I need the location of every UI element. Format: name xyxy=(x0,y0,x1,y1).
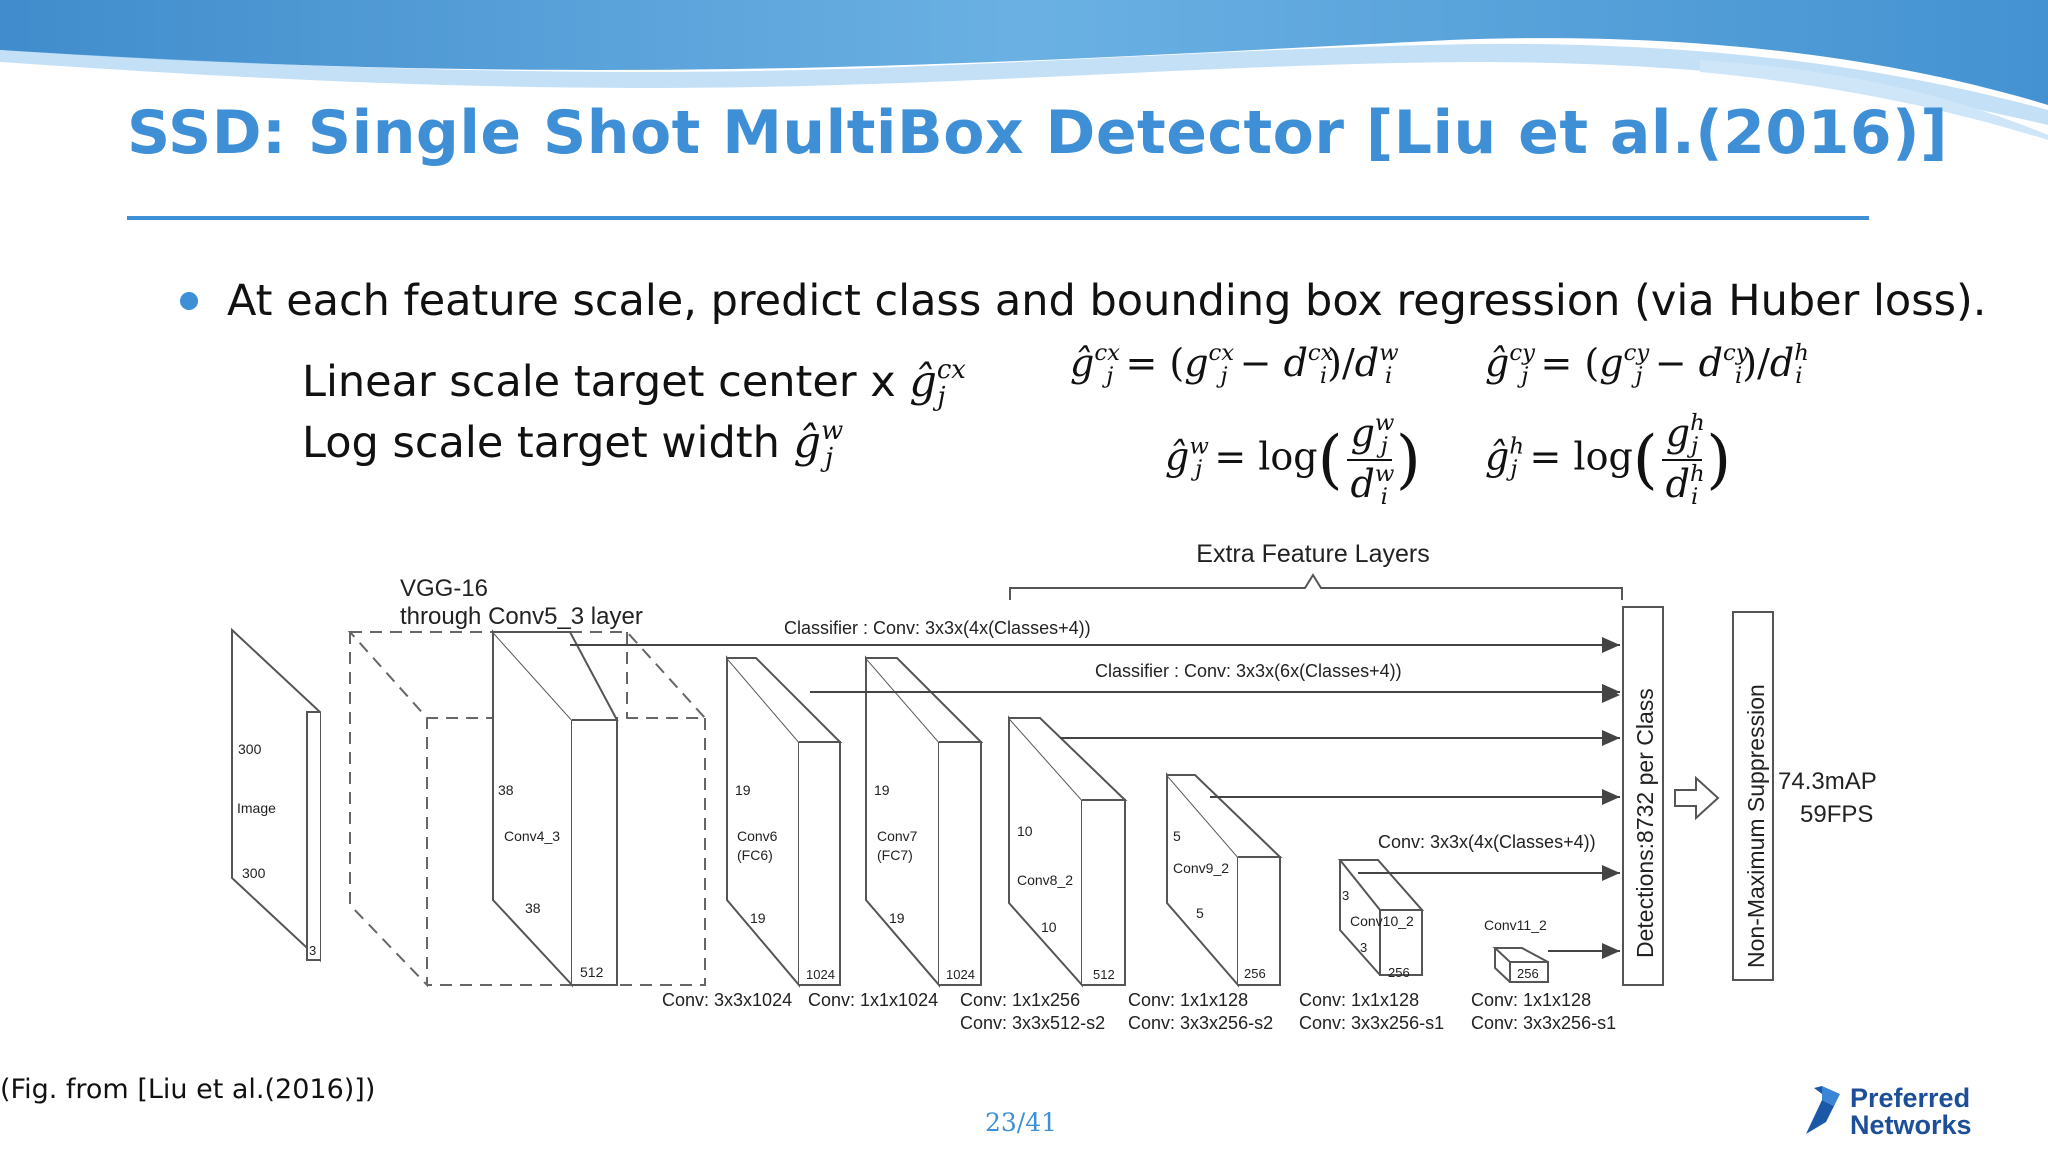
image-dim-w: 300 xyxy=(242,865,266,881)
slide-title: SSD: Single Shot MultiBox Detector [Liu … xyxy=(127,98,1949,168)
conv11-2-block xyxy=(1492,947,1549,983)
extra-feature-layers-brace xyxy=(1009,573,1623,600)
op-conv9-a: Conv: 1x1x128 xyxy=(1128,990,1248,1010)
op-conv10-b: Conv: 3x3x256-s1 xyxy=(1299,1013,1444,1033)
conv11-2-dim-c: 256 xyxy=(1517,966,1539,981)
classifier-arrows xyxy=(570,637,1620,959)
conv10-2-dim-h: 3 xyxy=(1342,888,1349,903)
conv7-dim-h: 19 xyxy=(874,782,890,798)
detections-label: Detections:8732 per Class xyxy=(1632,688,1658,958)
linear-scale-line: Linear scale target center x ĝcxj xyxy=(302,355,966,413)
nms-box xyxy=(1732,611,1774,981)
conv11-2-label: Conv11_2 xyxy=(1484,917,1547,933)
conv9-2-block xyxy=(1166,772,1283,988)
conv4-3-block xyxy=(492,629,619,988)
conv6-block xyxy=(726,655,843,988)
conv4-3-label: Conv4_3 xyxy=(504,828,560,844)
conv9-2-dim-w: 5 xyxy=(1196,905,1204,921)
conv4-3-dim-w: 38 xyxy=(525,900,541,916)
conv7-label-2: (FC7) xyxy=(877,847,913,863)
vgg-label-line1: VGG-16 xyxy=(400,575,488,602)
conv9-2-dim-c: 256 xyxy=(1244,966,1266,981)
nms-label: Non-Maximum Suppression xyxy=(1743,684,1769,968)
op-conv8-a: Conv: 1x1x256 xyxy=(960,990,1080,1010)
conv8-2-dim-w: 10 xyxy=(1041,919,1057,935)
map-result: 74.3mAP xyxy=(1778,768,1877,795)
header-wave-decoration xyxy=(0,0,2048,140)
equation-cx: ĝcxj = (gcxj − dcxi)/dwi xyxy=(1070,340,1399,389)
conv8-2-dim-c: 512 xyxy=(1093,967,1115,982)
conv6-dim-w: 19 xyxy=(750,910,766,926)
logo-text-line2: Networks xyxy=(1850,1110,1972,1138)
page-number: 23/41 xyxy=(985,1108,1058,1137)
nms-arrow xyxy=(1674,775,1720,821)
op-conv7: Conv: 1x1x1024 xyxy=(808,990,938,1010)
conv6-dim-c: 1024 xyxy=(806,967,835,982)
extra-feature-layers-label: Extra Feature Layers xyxy=(1196,540,1429,568)
classifier-label-1: Classifier : Conv: 3x3x(4x(Classes+4)) xyxy=(784,618,1091,638)
conv6-label-1: Conv6 xyxy=(737,828,778,844)
fps-result: 59FPS xyxy=(1800,801,1873,828)
op-conv9-b: Conv: 3x3x256-s2 xyxy=(1128,1013,1273,1033)
conv4-3-dim-h: 38 xyxy=(498,782,514,798)
logo-text-line1: Preferred xyxy=(1850,1083,1970,1113)
conv10-2-dim-c: 256 xyxy=(1388,965,1410,980)
conv6-dim-h: 19 xyxy=(735,782,751,798)
title-underline xyxy=(127,216,1869,220)
conv8-2-block xyxy=(1008,715,1128,988)
op-conv11-a: Conv: 1x1x128 xyxy=(1471,990,1591,1010)
linear-scale-text: Linear scale target center x xyxy=(302,357,896,408)
equation-cy: ĝcyj = (gcyj − dcyi)/dhi xyxy=(1485,340,1809,389)
conv7-label-1: Conv7 xyxy=(877,828,918,844)
op-conv8-b: Conv: 3x3x512-s2 xyxy=(960,1013,1105,1033)
bullet-text: At each feature scale, predict class and… xyxy=(227,276,1987,326)
classifier-label-3: Conv: 3x3x(4x(Classes+4)) xyxy=(1378,832,1596,852)
bullet-dot xyxy=(180,292,198,310)
conv9-2-label: Conv9_2 xyxy=(1173,860,1229,876)
log-scale-line: Log scale target width ĝwj xyxy=(302,416,844,474)
conv10-2-dim-w: 3 xyxy=(1360,940,1367,955)
vgg-label-line2: through Conv5_3 layer xyxy=(400,603,643,630)
op-conv11-b: Conv: 3x3x256-s1 xyxy=(1471,1013,1616,1033)
classifier-label-2: Classifier : Conv: 3x3x(6x(Classes+4)) xyxy=(1095,661,1402,681)
conv9-2-dim-h: 5 xyxy=(1173,828,1181,844)
image-label: Image xyxy=(237,800,276,816)
g-hat-cx-symbol: ĝcxj xyxy=(909,355,966,413)
conv8-2-dim-h: 10 xyxy=(1017,823,1033,839)
conv7-dim-c: 1024 xyxy=(946,967,975,982)
ssd-architecture-diagram: Extra Feature Layers VGG-16 through Conv… xyxy=(231,540,1877,1033)
conv4-3-dim-c: 512 xyxy=(580,964,604,980)
pfn-logo-icon xyxy=(1806,1086,1840,1134)
conv6-label-2: (FC6) xyxy=(737,847,773,863)
g-hat-w-symbol: ĝwj xyxy=(793,416,844,474)
image-dim-c: 3 xyxy=(309,943,316,958)
figure-source-footnote: (Fig. from [Liu et al.(2016)]) xyxy=(0,1074,376,1105)
op-conv6: Conv: 3x3x1024 xyxy=(662,990,792,1010)
op-conv10-a: Conv: 1x1x128 xyxy=(1299,990,1419,1010)
image-input-block xyxy=(231,627,321,963)
conv8-2-label: Conv8_2 xyxy=(1017,872,1073,888)
log-scale-text: Log scale target width xyxy=(302,418,780,469)
conv7-dim-w: 19 xyxy=(889,910,905,926)
conv7-block xyxy=(865,655,984,988)
detections-box xyxy=(1622,606,1664,986)
preferred-networks-logo: Preferred Networks xyxy=(1806,1083,1972,1138)
conv10-2-label: Conv10_2 xyxy=(1350,913,1414,929)
image-dim-h: 300 xyxy=(238,741,262,757)
